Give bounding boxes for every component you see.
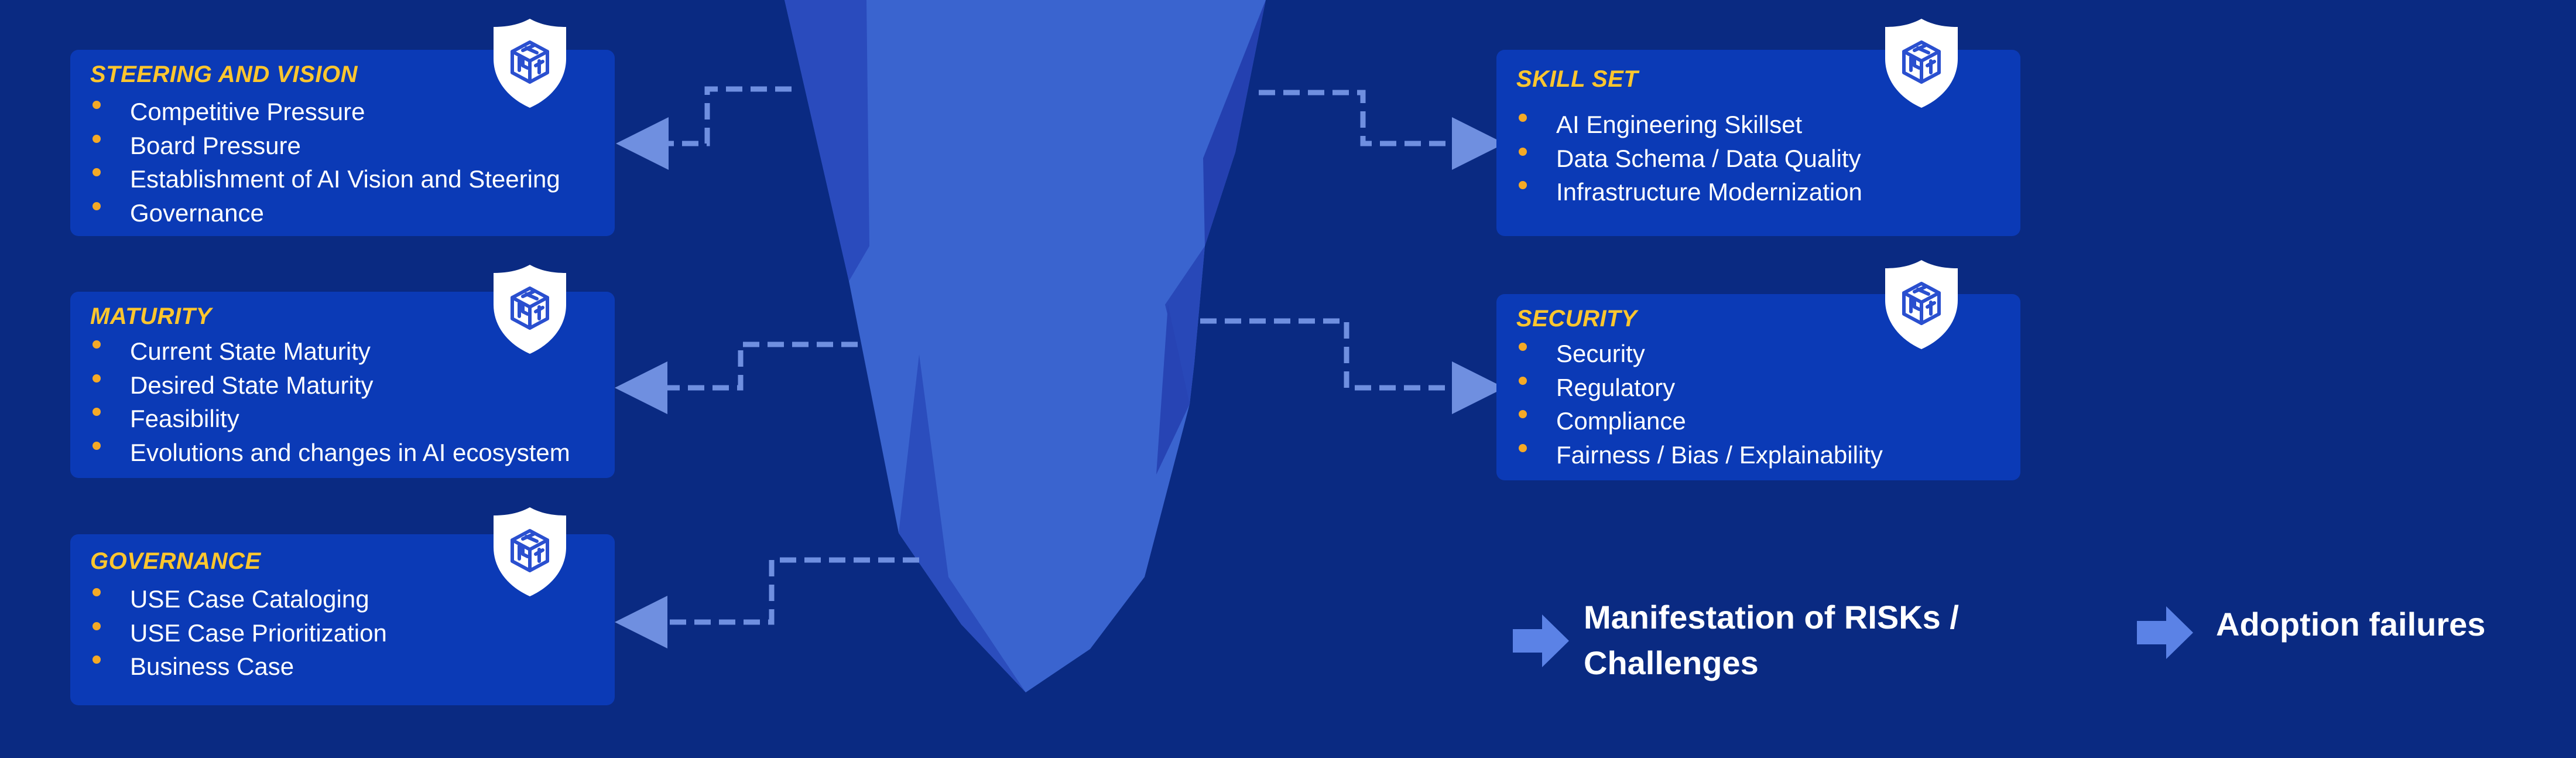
bullet-icon bbox=[93, 588, 101, 596]
list-item: Data Schema / Data Quality bbox=[1519, 142, 1862, 176]
bullet-icon bbox=[93, 622, 101, 630]
bullet-icon bbox=[1519, 410, 1527, 418]
list-item: Establishment of AI Vision and Steering bbox=[93, 162, 560, 196]
card-item-list: AI Engineering Skillset Data Schema / Da… bbox=[1519, 108, 1862, 209]
list-item: Feasibility bbox=[93, 402, 570, 436]
bullet-icon bbox=[93, 134, 101, 143]
connector-skillset bbox=[1259, 90, 1505, 170]
bullet-icon bbox=[93, 101, 101, 109]
bullet-icon bbox=[93, 441, 101, 450]
right-arrow-icon bbox=[2137, 606, 2193, 659]
shield-cube-icon bbox=[1885, 19, 1958, 108]
shield-cube-icon bbox=[494, 265, 566, 354]
legend-adoption-label: Adoption failures bbox=[2216, 606, 2486, 643]
list-item: USE Case Prioritization bbox=[93, 616, 387, 650]
list-item: Governance bbox=[93, 196, 560, 230]
list-item: Business Case bbox=[93, 650, 387, 684]
bullet-icon bbox=[1519, 443, 1527, 452]
legend-risk-label: Manifestation of RISKs / Challenges bbox=[1584, 599, 1959, 681]
card-title: SECURITY bbox=[1516, 306, 1638, 332]
card-title: GOVERNANCE bbox=[90, 548, 261, 574]
connector-governance bbox=[615, 557, 919, 648]
bullet-icon bbox=[1519, 147, 1527, 156]
connector-steering bbox=[616, 86, 792, 170]
list-item: AI Engineering Skillset bbox=[1519, 108, 1862, 142]
bullet-icon bbox=[93, 374, 101, 383]
shield-cube-icon bbox=[494, 19, 566, 108]
list-item: Regulatory bbox=[1519, 371, 1883, 405]
bullet-icon bbox=[93, 408, 101, 416]
connectors bbox=[615, 86, 1505, 648]
list-item: Competitive Pressure bbox=[93, 95, 560, 129]
list-item: Compliance bbox=[1519, 404, 1883, 438]
list-item: Board Pressure bbox=[93, 129, 560, 163]
shield-cube-icon bbox=[494, 507, 566, 596]
card-title: SKILL SET bbox=[1516, 66, 1639, 92]
bullet-icon bbox=[1519, 376, 1527, 385]
connector-maturity bbox=[615, 342, 858, 414]
card-item-list: Competitive Pressure Board Pressure Esta… bbox=[93, 95, 560, 230]
bullet-icon bbox=[93, 168, 101, 176]
list-item: Current State Maturity bbox=[93, 334, 570, 368]
card-item-list: Current State Maturity Desired State Mat… bbox=[93, 334, 570, 469]
right-arrow-icon bbox=[1513, 614, 1569, 667]
bullet-icon bbox=[93, 340, 101, 349]
list-item: Security bbox=[1519, 337, 1883, 371]
iceberg-shape bbox=[785, 0, 1266, 692]
bullet-icon bbox=[1519, 343, 1527, 351]
bullet-icon bbox=[1519, 181, 1527, 189]
card-item-list: USE Case Cataloging USE Case Prioritizat… bbox=[93, 582, 387, 684]
connector-security bbox=[1200, 318, 1505, 414]
card-title: MATURITY bbox=[90, 303, 212, 329]
bullet-icon bbox=[93, 655, 101, 664]
list-item: Infrastructure Modernization bbox=[1519, 175, 1862, 209]
list-item: Evolutions and changes in AI ecosystem bbox=[93, 436, 570, 470]
bullet-icon bbox=[1519, 114, 1527, 122]
card-item-list: Security Regulatory Compliance Fairness … bbox=[1519, 337, 1883, 472]
card-title: STEERING AND VISION bbox=[90, 62, 358, 87]
list-item: USE Case Cataloging bbox=[93, 582, 387, 616]
shield-cube-icon bbox=[1885, 260, 1958, 349]
list-item: Desired State Maturity bbox=[93, 368, 570, 402]
bullet-icon bbox=[93, 202, 101, 210]
list-item: Fairness / Bias / Explainability bbox=[1519, 438, 1883, 472]
